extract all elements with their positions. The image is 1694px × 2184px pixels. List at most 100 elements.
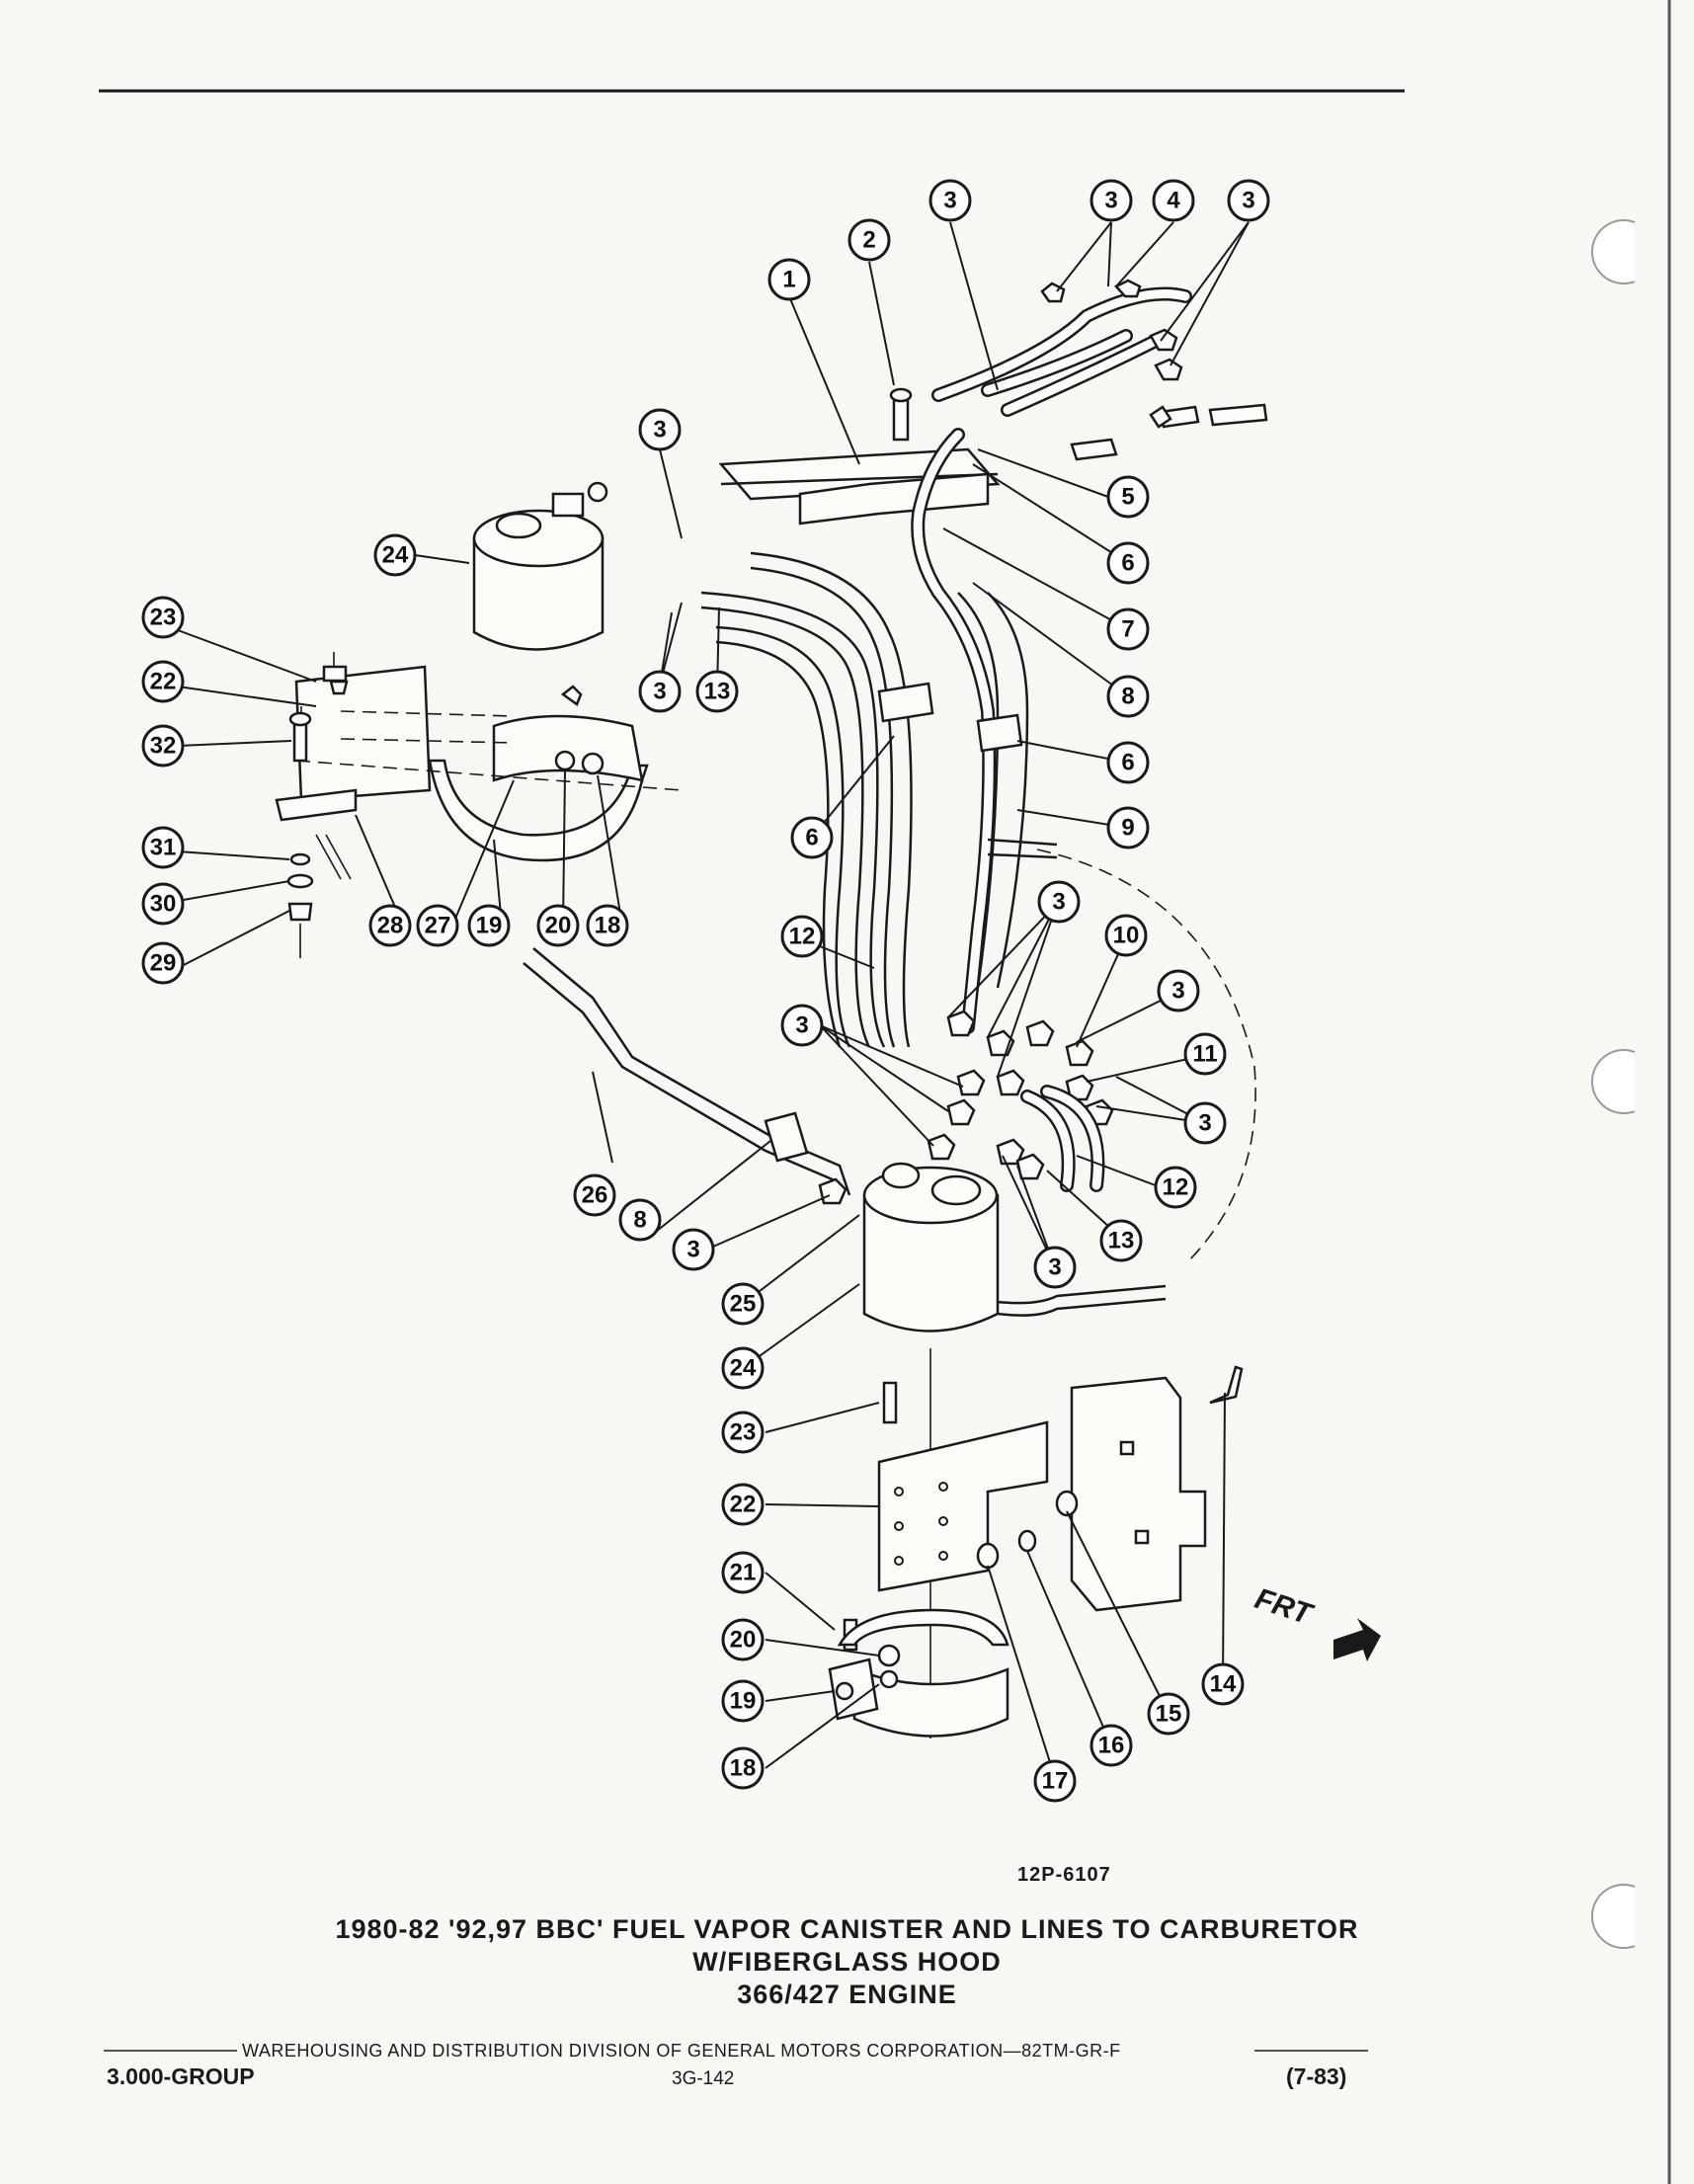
callout-3: 3 [1089, 179, 1133, 222]
callout-22-label: 22 [150, 669, 177, 695]
callout-24-label: 24 [382, 542, 409, 569]
lower-canister [862, 1162, 1167, 1739]
left-tube [523, 947, 851, 1205]
callout-19-label: 19 [476, 913, 503, 939]
callout-6-label: 6 [1121, 550, 1134, 577]
callout-13-label: 13 [704, 679, 731, 705]
callout-22: 22 [721, 1483, 765, 1526]
callout-23: 23 [141, 596, 185, 639]
footer-publisher-text: WAREHOUSING AND DISTRIBUTION DIVISION OF… [242, 2041, 1121, 2061]
callout-3: 3 [638, 670, 682, 713]
callout-26-label: 26 [582, 1182, 608, 1209]
callout-3-label: 3 [686, 1237, 699, 1263]
callout-17-label: 17 [1042, 1768, 1069, 1795]
callout-3-label: 3 [795, 1012, 808, 1039]
callout-6: 6 [790, 816, 834, 859]
frt-arrow-icon [1333, 1618, 1381, 1661]
callout-3: 3 [928, 179, 972, 222]
callout-12: 12 [1154, 1166, 1197, 1209]
bolt-washer-stack [286, 680, 349, 958]
callout-3-label: 3 [1104, 188, 1117, 214]
callout-16: 16 [1089, 1724, 1133, 1767]
callout-20-label: 20 [730, 1627, 757, 1654]
figure-number: 12P-6107 [1017, 1864, 1111, 1886]
callout-3-label: 3 [1048, 1254, 1061, 1281]
callout-18: 18 [586, 904, 629, 947]
callout-10-label: 10 [1113, 923, 1140, 949]
callout-31: 31 [141, 826, 185, 869]
callout-13-label: 13 [1108, 1228, 1135, 1254]
callout-3: 3 [672, 1228, 715, 1271]
callout-20-label: 20 [545, 913, 572, 939]
hose-loop [1036, 849, 1256, 1265]
callout-5: 5 [1106, 475, 1150, 519]
footer-publisher: WAREHOUSING AND DISTRIBUTION DIVISION OF… [104, 2041, 1363, 2062]
callout-3-label: 3 [1198, 1110, 1211, 1137]
callout-30: 30 [141, 882, 185, 926]
callout-3-label: 3 [1171, 978, 1184, 1005]
callout-32: 32 [141, 724, 185, 768]
callout-8-label: 8 [1121, 684, 1134, 710]
callout-19-label: 19 [730, 1688, 757, 1715]
callout-3: 3 [1157, 969, 1200, 1012]
callout-13: 13 [1099, 1219, 1143, 1262]
callout-18-label: 18 [595, 913, 621, 939]
callout-3-label: 3 [1052, 889, 1065, 916]
callout-6-label: 6 [1121, 750, 1134, 776]
callout-19: 19 [721, 1679, 765, 1723]
callout-20: 20 [536, 904, 580, 947]
upper-canister [472, 481, 608, 651]
lower-fittings [927, 1010, 1114, 1192]
callout-4: 4 [1152, 179, 1195, 222]
footer-revision: (7-83) [1286, 2063, 1347, 2089]
figure-title-line-3: 366/427 ENGINE [737, 1980, 957, 2009]
callout-27: 27 [416, 904, 459, 947]
callout-29: 29 [141, 941, 185, 985]
callout-3: 3 [1033, 1246, 1077, 1289]
callout-8: 8 [1106, 675, 1150, 718]
callout-2: 2 [847, 218, 891, 262]
callout-7: 7 [1106, 607, 1150, 651]
carb-bracket [798, 387, 990, 526]
callout-28-label: 28 [377, 913, 404, 939]
callout-24: 24 [721, 1346, 765, 1390]
callout-10: 10 [1104, 914, 1148, 957]
callout-9: 9 [1106, 806, 1150, 849]
callout-11-label: 11 [1192, 1041, 1217, 1068]
lower-bracket [828, 1365, 1244, 1738]
footer-page-number: 3G-142 [672, 2068, 735, 2089]
callout-4-label: 4 [1167, 188, 1180, 214]
callout-26: 26 [573, 1173, 616, 1217]
callout-22: 22 [141, 660, 185, 703]
callout-14-label: 14 [1210, 1671, 1237, 1698]
callout-24-label: 24 [730, 1355, 757, 1382]
callout-19: 19 [467, 904, 511, 947]
upper-hoses [718, 279, 1268, 501]
callout-5-label: 5 [1121, 484, 1134, 511]
callout-3: 3 [1183, 1101, 1227, 1145]
binder-holes [1590, 219, 1636, 1949]
callout-7-label: 7 [1121, 616, 1134, 643]
callout-20: 20 [721, 1618, 765, 1661]
callout-3-label: 3 [653, 679, 666, 705]
callout-3-label: 3 [653, 417, 666, 444]
callout-23: 23 [721, 1411, 765, 1454]
callout-8-label: 8 [633, 1207, 646, 1234]
callout-28: 28 [368, 904, 412, 947]
callout-3: 3 [638, 408, 682, 451]
callout-29-label: 29 [150, 950, 177, 977]
callout-3-label: 3 [1242, 188, 1254, 214]
callout-25-label: 25 [730, 1291, 757, 1318]
callout-13: 13 [695, 670, 739, 713]
callout-15: 15 [1147, 1692, 1190, 1736]
callout-24: 24 [373, 533, 417, 577]
callout-3-label: 3 [943, 188, 956, 214]
callout-11: 11 [1183, 1032, 1227, 1076]
figure-title-line-1: 1980-82 '92,97 BBC' FUEL VAPOR CANISTER … [335, 1914, 1359, 1944]
callout-12-label: 12 [1163, 1174, 1189, 1201]
callout-1-label: 1 [782, 267, 795, 293]
callout-9-label: 9 [1121, 815, 1134, 842]
leader-lines [177, 221, 1250, 1779]
main-hose-bundle [700, 428, 1058, 1048]
